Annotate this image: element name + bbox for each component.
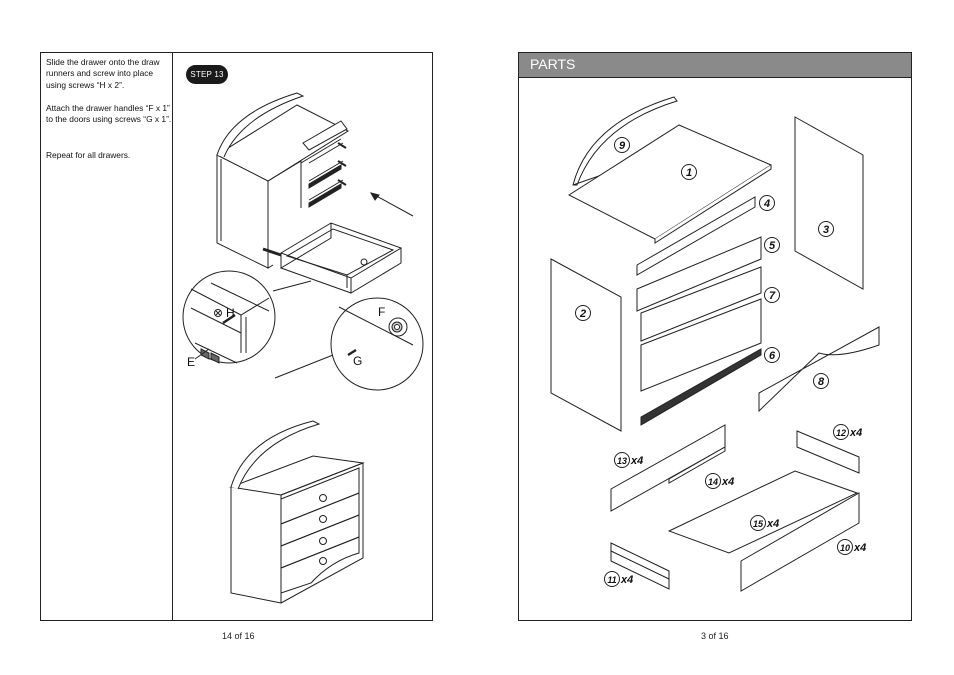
part-badge-6 — [764, 347, 780, 363]
part-badge-4 — [759, 195, 775, 211]
page-number-right: 3 of 16 — [701, 631, 729, 641]
parts-header-bar: PARTS — [519, 53, 911, 78]
part-qty-14: x4 — [721, 476, 734, 488]
callout-f: F — [378, 305, 385, 319]
part-badge-14 — [705, 473, 721, 489]
part-qty-15: x4 — [766, 518, 779, 530]
instruction-text-column: Slide the drawer onto the draw runners a… — [41, 53, 173, 620]
part-13-shape — [610, 424, 726, 512]
instruction-paragraph-3: Repeat for all drawers. — [46, 150, 131, 160]
part-num-12: 12 — [836, 428, 846, 438]
part-9-shape — [572, 96, 678, 186]
part-4-shape — [636, 196, 756, 276]
part-badge-15 — [750, 515, 766, 531]
part-num-10: 10 — [840, 543, 850, 553]
part-qty-10: x4 — [853, 542, 866, 554]
part-7-shape — [640, 266, 762, 342]
finished-dresser-drawing — [229, 420, 365, 604]
part-badge-3 — [818, 221, 834, 237]
part-badge-7 — [764, 287, 780, 303]
part-qty-12: x4 — [849, 427, 862, 439]
part-num-1: 1 — [686, 167, 692, 179]
part-badge-10 — [837, 539, 853, 555]
step-13-illustration: H E F G — [182, 92, 424, 604]
part-badge-2 — [575, 305, 591, 321]
instruction-paragraph-1: Slide the drawer onto the draw runners a… — [46, 57, 160, 90]
instruction-paragraph-2: Attach the drawer handles “F x 1” to the… — [46, 103, 172, 125]
detail-magnifier-screw-h — [182, 270, 312, 364]
part-badge-12 — [833, 424, 849, 440]
part-num-3: 3 — [823, 224, 829, 236]
dresser-assembly-drawing — [215, 92, 414, 294]
part-num-7: 7 — [769, 290, 776, 302]
instruction-page-frame: Slide the drawer onto the draw runners a… — [40, 52, 433, 621]
part-badge-11 — [604, 571, 620, 587]
part-num-4: 4 — [763, 198, 770, 210]
callout-g: G — [353, 354, 362, 368]
page-number-left: 14 of 16 — [222, 631, 255, 641]
part-num-15: 15 — [753, 519, 764, 529]
part-8-shape — [758, 326, 880, 413]
part-qty-13: x4 — [630, 455, 643, 467]
part-5-shape — [636, 236, 762, 312]
part-num-5: 5 — [769, 240, 776, 252]
part-num-11: 11 — [607, 575, 616, 585]
part-num-9: 9 — [619, 140, 626, 152]
part-11-shape — [610, 542, 670, 590]
part-badge-9 — [614, 137, 630, 153]
callout-e: E — [187, 355, 195, 369]
part-3-shape — [794, 116, 864, 290]
part-badge-8 — [813, 373, 829, 389]
part-2-shape — [550, 258, 622, 432]
part-num-2: 2 — [579, 308, 586, 320]
part-12-shape — [796, 430, 860, 474]
part-num-14: 14 — [708, 477, 718, 487]
part-num-8: 8 — [818, 376, 825, 388]
part-qty-11: x4 — [620, 574, 633, 586]
part-badge-13 — [614, 452, 630, 468]
callout-h: H — [226, 306, 235, 320]
parts-title: PARTS — [530, 56, 576, 72]
parts-diagram: 9 1 4 3 5 2 7 6 8 12 13 14 15 10 11 x4 x… — [550, 96, 880, 592]
part-15-shape — [667, 470, 859, 554]
part-num-6: 6 — [769, 350, 776, 362]
part-6-shape — [640, 348, 762, 426]
step-badge: STEP 13 — [186, 65, 228, 84]
part-badge-5 — [764, 237, 780, 253]
detail-magnifier-handle-f — [274, 297, 424, 391]
part-badge-1 — [681, 164, 697, 180]
parts-page-frame: PARTS — [518, 52, 912, 621]
part-num-13: 13 — [617, 456, 627, 466]
part-10-shape — [740, 492, 860, 592]
